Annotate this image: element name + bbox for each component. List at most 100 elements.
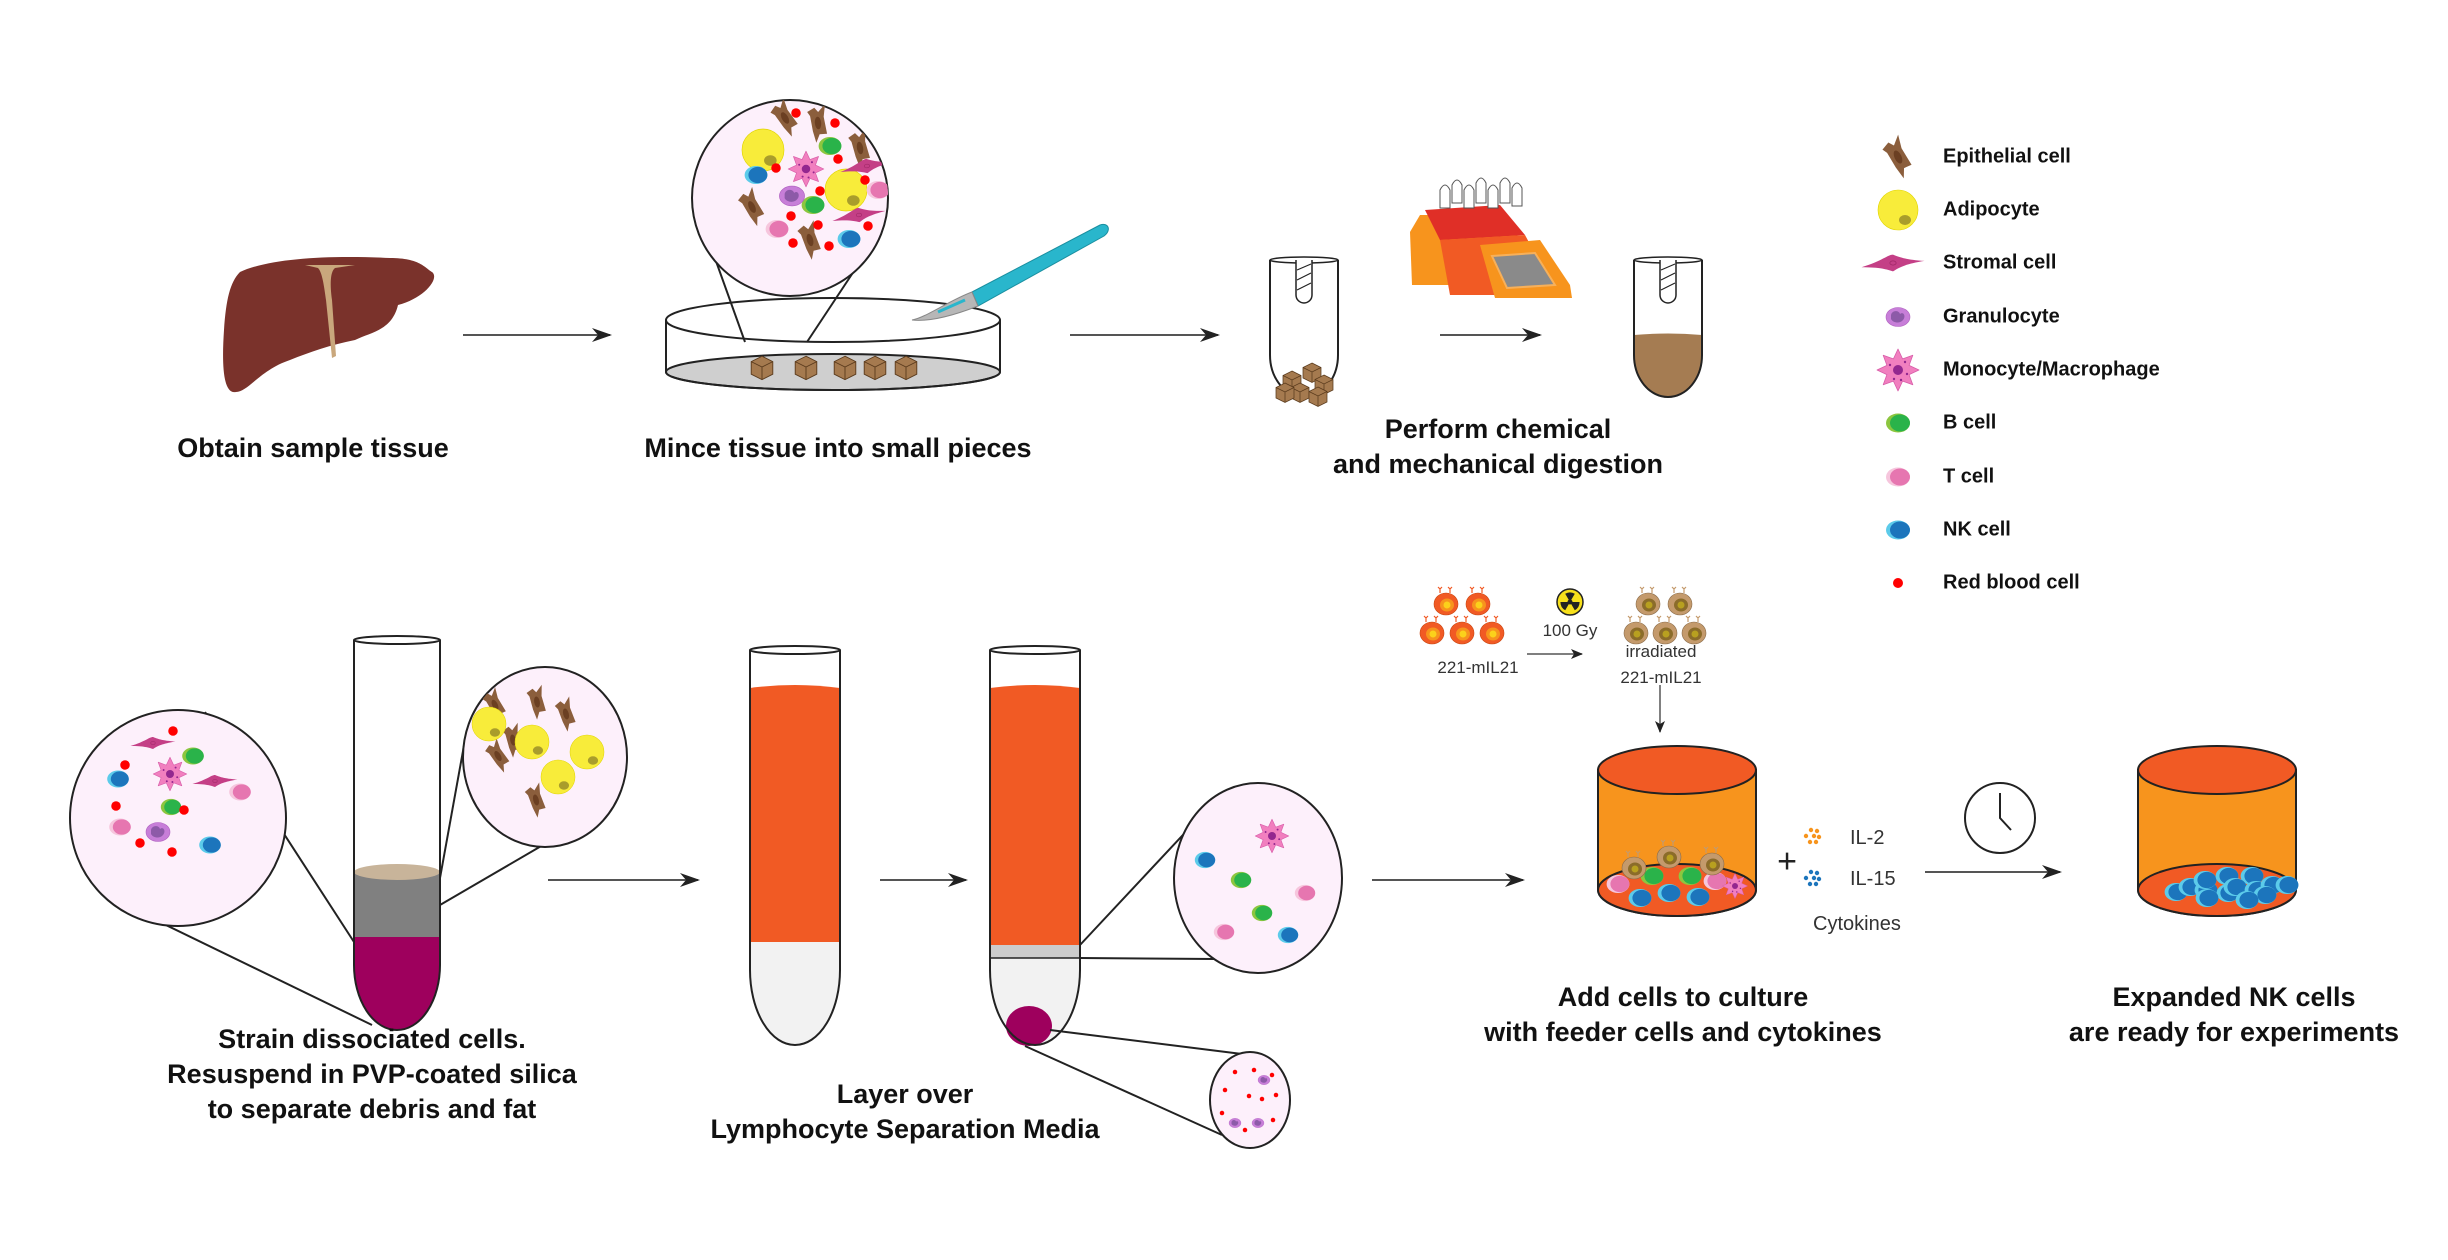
tissue-dissociator-icon [1410, 177, 1572, 298]
red-blood-cell-icon [1232, 1069, 1238, 1075]
granulocyte-icon [779, 185, 805, 207]
granulocyte-icon [1251, 1118, 1265, 1128]
epithelial-cell-icon [1882, 134, 1912, 179]
red-blood-cell-icon [167, 847, 177, 857]
b-cell-icon [1230, 871, 1252, 889]
step-strain-line3: to separate debris and fat [207, 1094, 537, 1124]
adipocyte-icon [514, 724, 550, 760]
irradiated-feeder-cell-icon [1656, 839, 1682, 869]
adipocyte-icon [471, 706, 507, 742]
adipocyte-icon [540, 759, 576, 795]
t-cell-icon [1213, 923, 1235, 941]
nk-cell-icon [2235, 890, 2259, 910]
t-cell-icon [1606, 874, 1630, 894]
epithelial-cell-icon [524, 782, 546, 818]
red-blood-cell-icon [135, 838, 145, 848]
step-culture-line1: Add cells to culture [1557, 982, 1809, 1012]
feeder-cell-icon [1433, 586, 1459, 616]
expanded-nk-cells [2164, 866, 2299, 910]
b-cell-icon [1251, 904, 1273, 922]
feeder-after-line1: irradiated [1625, 642, 1697, 661]
red-blood-cell-icon [168, 726, 178, 736]
radiation-dose-text: 100 Gy [1542, 621, 1598, 640]
red-blood-cell-icon [111, 801, 121, 811]
tissue-pieces [750, 355, 918, 381]
b-cell-icon [160, 798, 182, 816]
nk-cell-icon [1657, 883, 1681, 903]
epithelial-cell-icon [848, 128, 870, 168]
stromal-cell-icon [840, 158, 888, 174]
nk-cell-icon [2193, 870, 2217, 890]
irradiated-feeder-cell-icon [1667, 586, 1693, 616]
epithelial-cell-icon [807, 104, 828, 143]
red-blood-cell-icon [786, 211, 796, 221]
red-blood-cell-icon [1219, 1110, 1225, 1116]
red-blood-cell-icon [1246, 1093, 1252, 1099]
cytokine-il2-label: IL-2 [1850, 827, 1885, 849]
tissue-cube-icon [894, 355, 918, 381]
nk-cell-icon [2253, 885, 2277, 905]
layered-tube [749, 645, 841, 1046]
granulocyte-icon [1257, 1075, 1271, 1085]
stromal-cell-icon [130, 737, 176, 749]
nk-cell-icon [1886, 520, 1910, 540]
irradiated-feeder-cell-icon [1635, 586, 1661, 616]
tissue-cube-icon [1308, 386, 1328, 407]
nk-cell-icon [2275, 875, 2299, 895]
step-obtain-text: Obtain sample tissue [177, 433, 449, 463]
il15-dots-icon [1803, 869, 1822, 887]
rbc-pellet-cells [1219, 1067, 1279, 1133]
red-blood-cell-icon [1251, 1067, 1257, 1073]
b-cell-icon [1678, 866, 1702, 886]
t-cell-icon [1703, 871, 1727, 891]
step-expanded-label: Expanded NK cells are ready for experime… [2069, 980, 2399, 1050]
legend-label-t-cell: T cell [1943, 465, 1995, 488]
nk-cell-icon [2240, 866, 2264, 886]
irradiated-feeder-cell-icon [1621, 850, 1647, 880]
red-blood-cell-icon [1273, 1092, 1279, 1098]
nk-cell-icon [1277, 926, 1299, 944]
tissue-cell-mixture [738, 100, 888, 260]
step-digest-line1: Perform chemical [1384, 414, 1612, 444]
red-blood-cell-icon [1259, 1096, 1265, 1102]
centrifuged-tube [989, 645, 1081, 1046]
b-cell-icon [1886, 413, 1910, 433]
b-cell-icon [818, 136, 842, 156]
legend-label-monocyte: Monocyte/Macrophage [1943, 358, 2160, 381]
t-cell-icon [866, 180, 888, 200]
feeder-cells-221-mil21 [1419, 586, 1505, 645]
liver-illustration [223, 256, 435, 393]
step-expanded-line2: are ready for experiments [2068, 1017, 2400, 1047]
granulocyte-icon [1228, 1118, 1242, 1128]
debris-fat-mixture [471, 684, 605, 818]
t-cell-icon [229, 783, 251, 801]
step-strain-line2: Resuspend in PVP-coated silica [167, 1059, 577, 1089]
radiation-icon [1556, 588, 1584, 616]
nk-cell-icon [1686, 887, 1710, 907]
red-blood-cell-icon [1893, 578, 1903, 588]
red-blood-cell-icon [863, 221, 873, 231]
adipocyte-icon [741, 128, 785, 172]
t-cell-icon [1294, 884, 1316, 902]
red-blood-cell-icon [1269, 1072, 1275, 1078]
red-blood-cell-icon [120, 760, 130, 770]
stromal-cell-icon [832, 207, 886, 223]
t-cell-icon [109, 818, 131, 836]
adipocyte-icon [1877, 189, 1919, 231]
b-cell-icon [801, 195, 825, 215]
pellet-cell-mixture [107, 726, 251, 857]
epithelial-cell-icon [738, 186, 765, 227]
radiation-dose-label: 100 Gy [1543, 621, 1598, 641]
step-mince-label: Mince tissue into small pieces [644, 431, 1031, 466]
epithelial-cell-icon [770, 100, 798, 137]
step-layer-line2: Lymphocyte Separation Media [710, 1114, 1100, 1144]
cytokine-icons [1803, 827, 1822, 887]
feeder-cell-icon [1479, 615, 1505, 645]
feeder-cell-icon [1449, 615, 1475, 645]
step-mince-text: Mince tissue into small pieces [644, 433, 1032, 463]
nk-cell-icon [107, 770, 129, 788]
step-layer-line1: Layer over [836, 1079, 974, 1109]
step-layer-label: Layer over Lymphocyte Separation Media [710, 1077, 1099, 1147]
epithelial-cell-icon [554, 696, 576, 732]
